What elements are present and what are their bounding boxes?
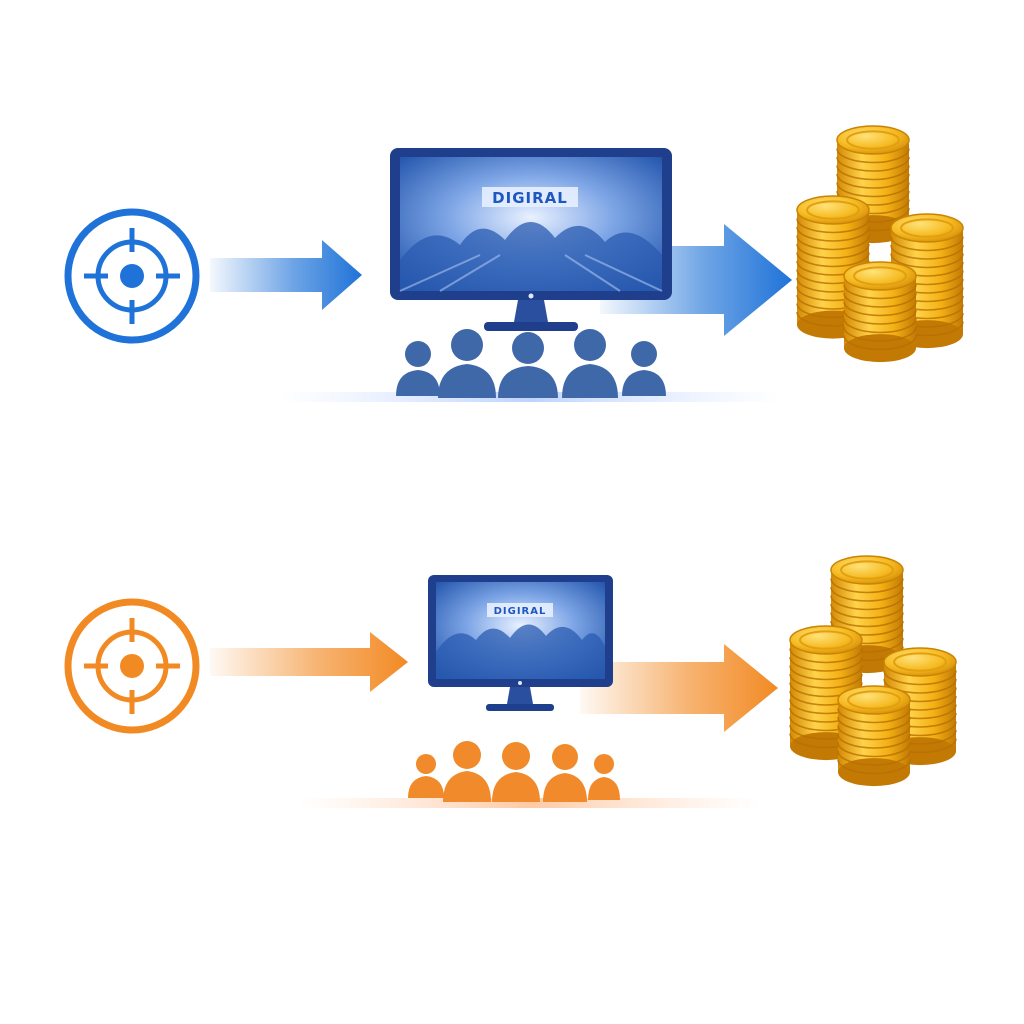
- monitor-icon: DIGIRAL: [390, 148, 672, 331]
- screen-banner-text: DIGIRAL: [494, 606, 547, 617]
- screen-banner-text: DIGIRAL: [492, 189, 568, 207]
- coin-stack: [843, 261, 917, 363]
- flow-arrow-1: [210, 240, 362, 310]
- row-blue: DIGIRAL: [64, 125, 964, 402]
- row-orange: DIGIRAL: [64, 555, 957, 808]
- monitor-icon: DIGIRAL: [428, 575, 613, 711]
- audience-icon: [408, 741, 620, 802]
- coin-stack-icon: [789, 555, 957, 787]
- target-icon: [64, 598, 200, 734]
- flow-arrow-1: [210, 632, 408, 692]
- coin-stack-icon: [796, 125, 964, 363]
- flow-arrow-2: [580, 644, 778, 732]
- coin-stack: [837, 685, 911, 787]
- target-icon: [64, 208, 200, 344]
- floor-glow: [300, 798, 760, 808]
- audience-icon: [396, 329, 666, 398]
